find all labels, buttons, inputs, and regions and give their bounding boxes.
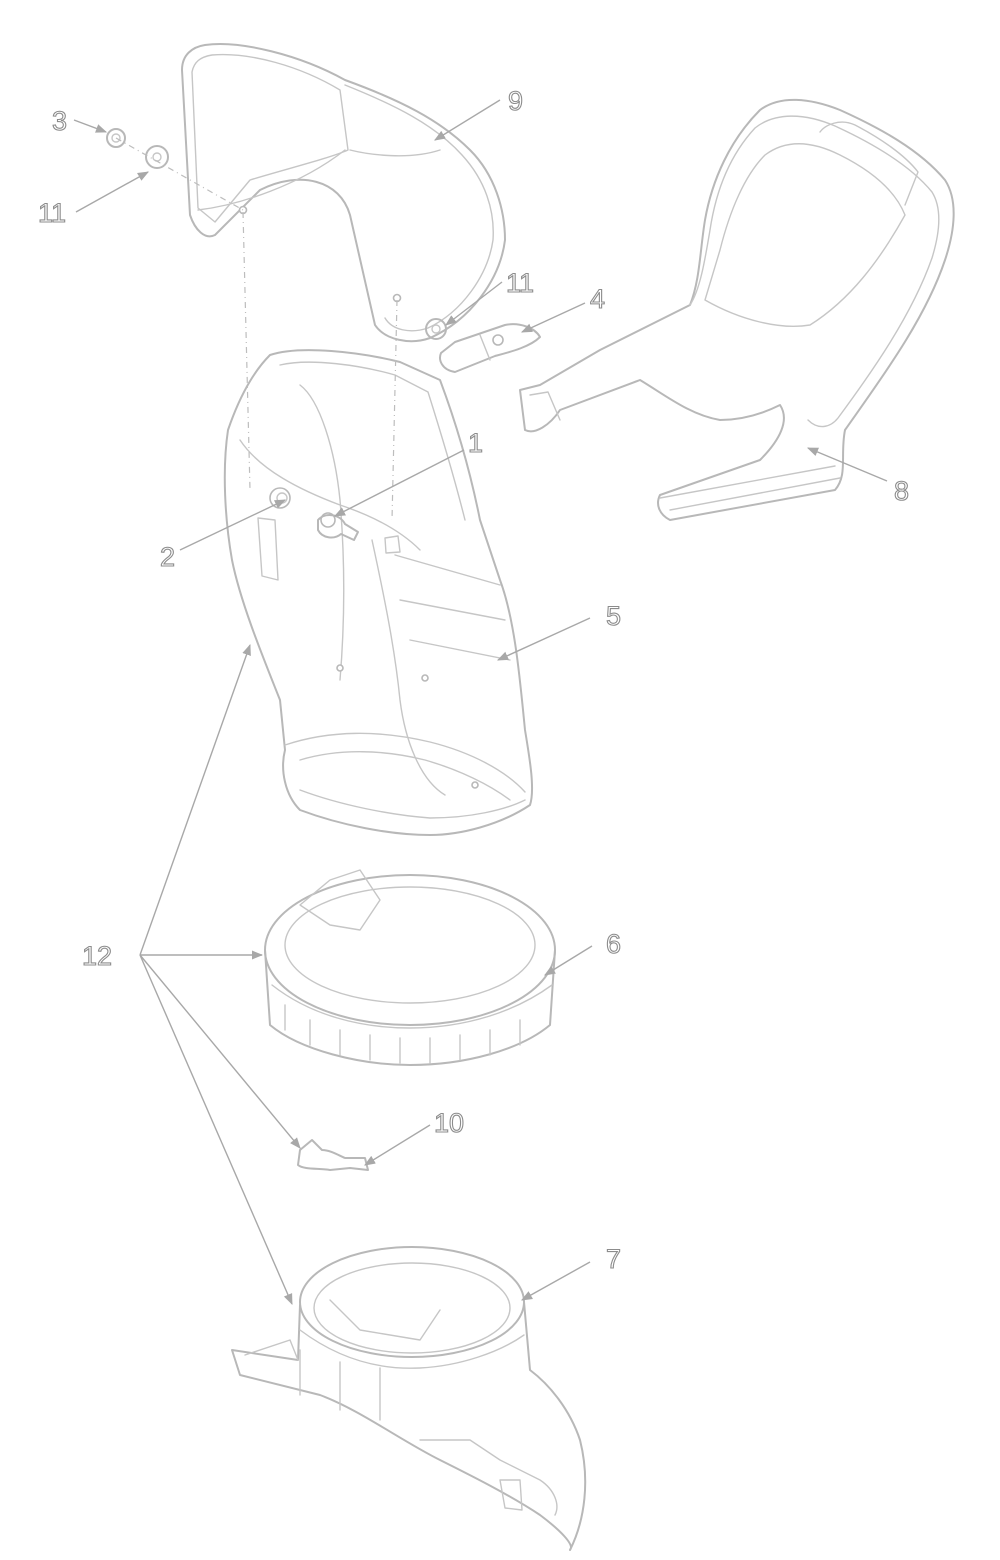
alignment-lines (115, 137, 398, 521)
part-5-chute-body (223, 349, 534, 836)
callout-2: 2 (160, 542, 175, 572)
callout-4: 4 (590, 284, 605, 314)
callout-7: 7 (606, 1244, 621, 1274)
part-11-washer-upper (145, 145, 169, 169)
part-4-knob (439, 323, 541, 373)
part-7-base (231, 1246, 587, 1551)
callout-5: 5 (606, 601, 621, 631)
part-6-ring (264, 869, 556, 1066)
part-9-deflector (181, 43, 506, 343)
leader-lines (73, 99, 888, 1306)
callout-6: 6 (606, 929, 621, 959)
part-11-washer-lower (425, 318, 447, 340)
part-10-clip (297, 1139, 369, 1171)
callout-10: 10 (434, 1108, 464, 1138)
callout-12: 12 (82, 941, 112, 971)
callout-3: 3 (52, 106, 67, 136)
callout-labels: 3 9 11 11 4 1 8 2 5 12 6 10 7 (37, 85, 909, 1274)
callout-8: 8 (894, 476, 909, 506)
part-8-handle (519, 98, 955, 521)
part-1-bolt (317, 514, 359, 541)
callout-11-lower: 11 (506, 268, 534, 298)
callout-9: 9 (508, 86, 523, 116)
callout-1: 1 (468, 428, 483, 458)
callout-11-upper: 11 (38, 198, 66, 228)
part-3-nut (106, 128, 126, 148)
